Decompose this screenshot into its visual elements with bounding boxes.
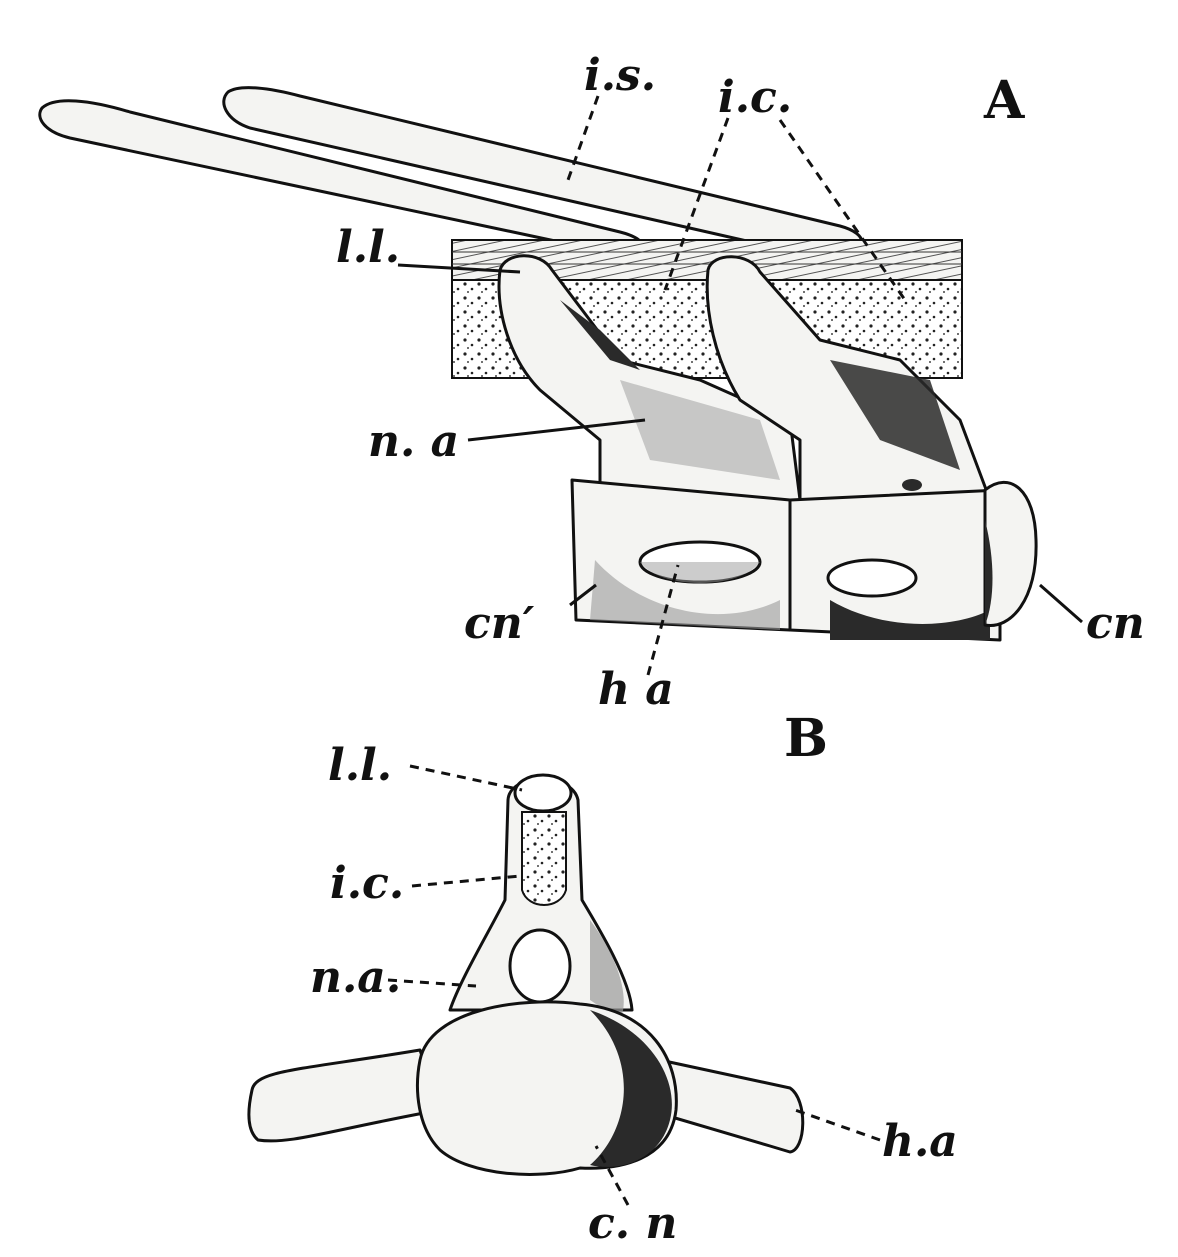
neural-arch-2 bbox=[705, 255, 992, 502]
panel-b: B l.l. i.c. n.a. h.a c. n bbox=[247, 708, 958, 1249]
panel-a-leaders bbox=[397, 95, 1083, 676]
label-b-ic: i.c. bbox=[330, 858, 404, 909]
neural-spine-b bbox=[448, 773, 634, 1020]
label-a-ll: l.l. bbox=[336, 222, 400, 273]
label-b-na: n.a. bbox=[310, 952, 401, 1003]
label-a-ha: h a bbox=[598, 664, 674, 715]
label-a-na: n. a bbox=[368, 416, 459, 467]
panel-b-letter: B bbox=[784, 708, 828, 769]
panel-a: A i.s. i.c. l.l. n. a cn′ h a cn bbox=[38, 50, 1145, 715]
label-b-cn: c. n bbox=[588, 1198, 677, 1249]
centrum-face-cn bbox=[983, 480, 1038, 628]
haemal-processes-b bbox=[247, 1048, 805, 1154]
label-b-ll: l.l. bbox=[328, 740, 392, 791]
interspinous-rods bbox=[38, 86, 864, 256]
label-a-cn1: cn′ bbox=[464, 598, 535, 649]
haemal-facets bbox=[638, 540, 918, 598]
panel-b-leaders bbox=[387, 764, 881, 1206]
label-a-is: i.s. bbox=[584, 50, 656, 101]
panel-a-letter: A bbox=[983, 70, 1025, 131]
label-b-ha: h.a bbox=[882, 1116, 958, 1167]
centrum-b bbox=[416, 1000, 678, 1176]
label-a-cn: cn bbox=[1086, 598, 1145, 649]
centra bbox=[570, 478, 1002, 642]
label-a-ic: i.c. bbox=[718, 72, 792, 123]
